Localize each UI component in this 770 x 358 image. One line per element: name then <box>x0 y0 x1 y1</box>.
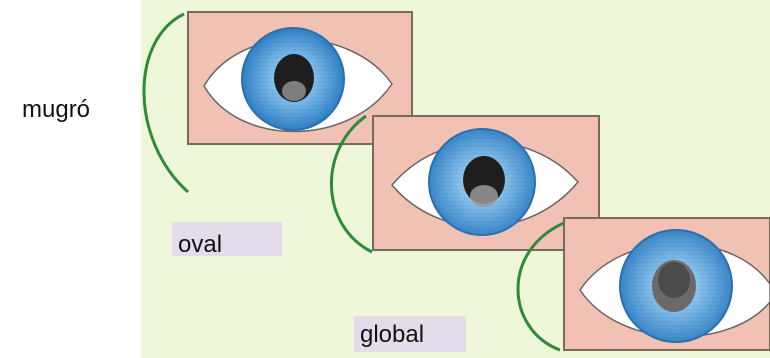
label-global: global <box>360 323 424 347</box>
lens-1 <box>282 81 306 101</box>
label-oval: oval <box>178 233 222 257</box>
pupil-core-3 <box>658 262 690 298</box>
lens-2 <box>470 185 498 207</box>
label-mugro: mugró <box>22 98 90 122</box>
